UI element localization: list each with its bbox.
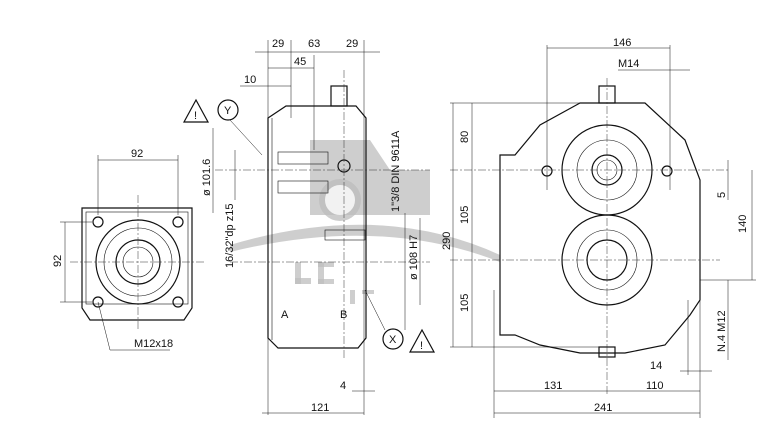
warning-mark: ! bbox=[194, 110, 197, 122]
port-b-label: B bbox=[340, 309, 347, 321]
marker-x-circle bbox=[382, 328, 404, 350]
marker-y-circle bbox=[217, 99, 239, 121]
dim-146: 146 bbox=[613, 37, 631, 49]
dim-140: 140 bbox=[737, 215, 749, 233]
dim-29-right: 29 bbox=[346, 38, 358, 50]
dim-5: 5 bbox=[716, 192, 728, 198]
watermark-logo bbox=[230, 140, 500, 304]
dim-105-bottom: 105 bbox=[459, 294, 471, 312]
warning-icon-y bbox=[182, 98, 210, 123]
dim-241: 241 bbox=[594, 402, 612, 414]
marker-y-label: Y bbox=[224, 105, 232, 117]
rear-housing-view bbox=[450, 45, 756, 418]
front-height-dimension: 92 bbox=[52, 255, 64, 267]
warning-icon-x bbox=[408, 328, 436, 353]
front-flange-view bbox=[60, 155, 205, 351]
dim-80: 80 bbox=[459, 131, 471, 143]
n4-m12-label: N.4 M12 bbox=[716, 310, 728, 352]
dim-105-top: 105 bbox=[459, 206, 471, 224]
marker-x-label: X bbox=[389, 334, 397, 346]
dim-110: 110 bbox=[646, 380, 664, 392]
dim-131: 131 bbox=[544, 380, 562, 392]
diameter-108-label: ø 108 H7 bbox=[408, 235, 420, 280]
dim-10: 10 bbox=[244, 74, 256, 86]
dim-4: 4 bbox=[340, 380, 346, 392]
front-width-dimension: 92 bbox=[131, 148, 143, 160]
shaft-din-label: 1"3/8 DIN 9611A bbox=[390, 130, 402, 212]
warning-mark: ! bbox=[420, 340, 423, 352]
thread-label: M12x18 bbox=[134, 338, 173, 350]
dim-121: 121 bbox=[311, 402, 329, 414]
diameter-101-label: ø 101.6 bbox=[201, 159, 213, 196]
dim-14: 14 bbox=[650, 360, 662, 372]
spline-label: 16/32"dp z15 bbox=[224, 204, 236, 268]
side-section-view bbox=[212, 40, 430, 415]
dim-63: 63 bbox=[308, 38, 320, 50]
dim-45: 45 bbox=[294, 56, 306, 68]
port-a-label: A bbox=[281, 309, 289, 321]
dim-29-left: 29 bbox=[272, 38, 284, 50]
m14-label: M14 bbox=[618, 58, 639, 70]
dim-290: 290 bbox=[441, 232, 453, 250]
